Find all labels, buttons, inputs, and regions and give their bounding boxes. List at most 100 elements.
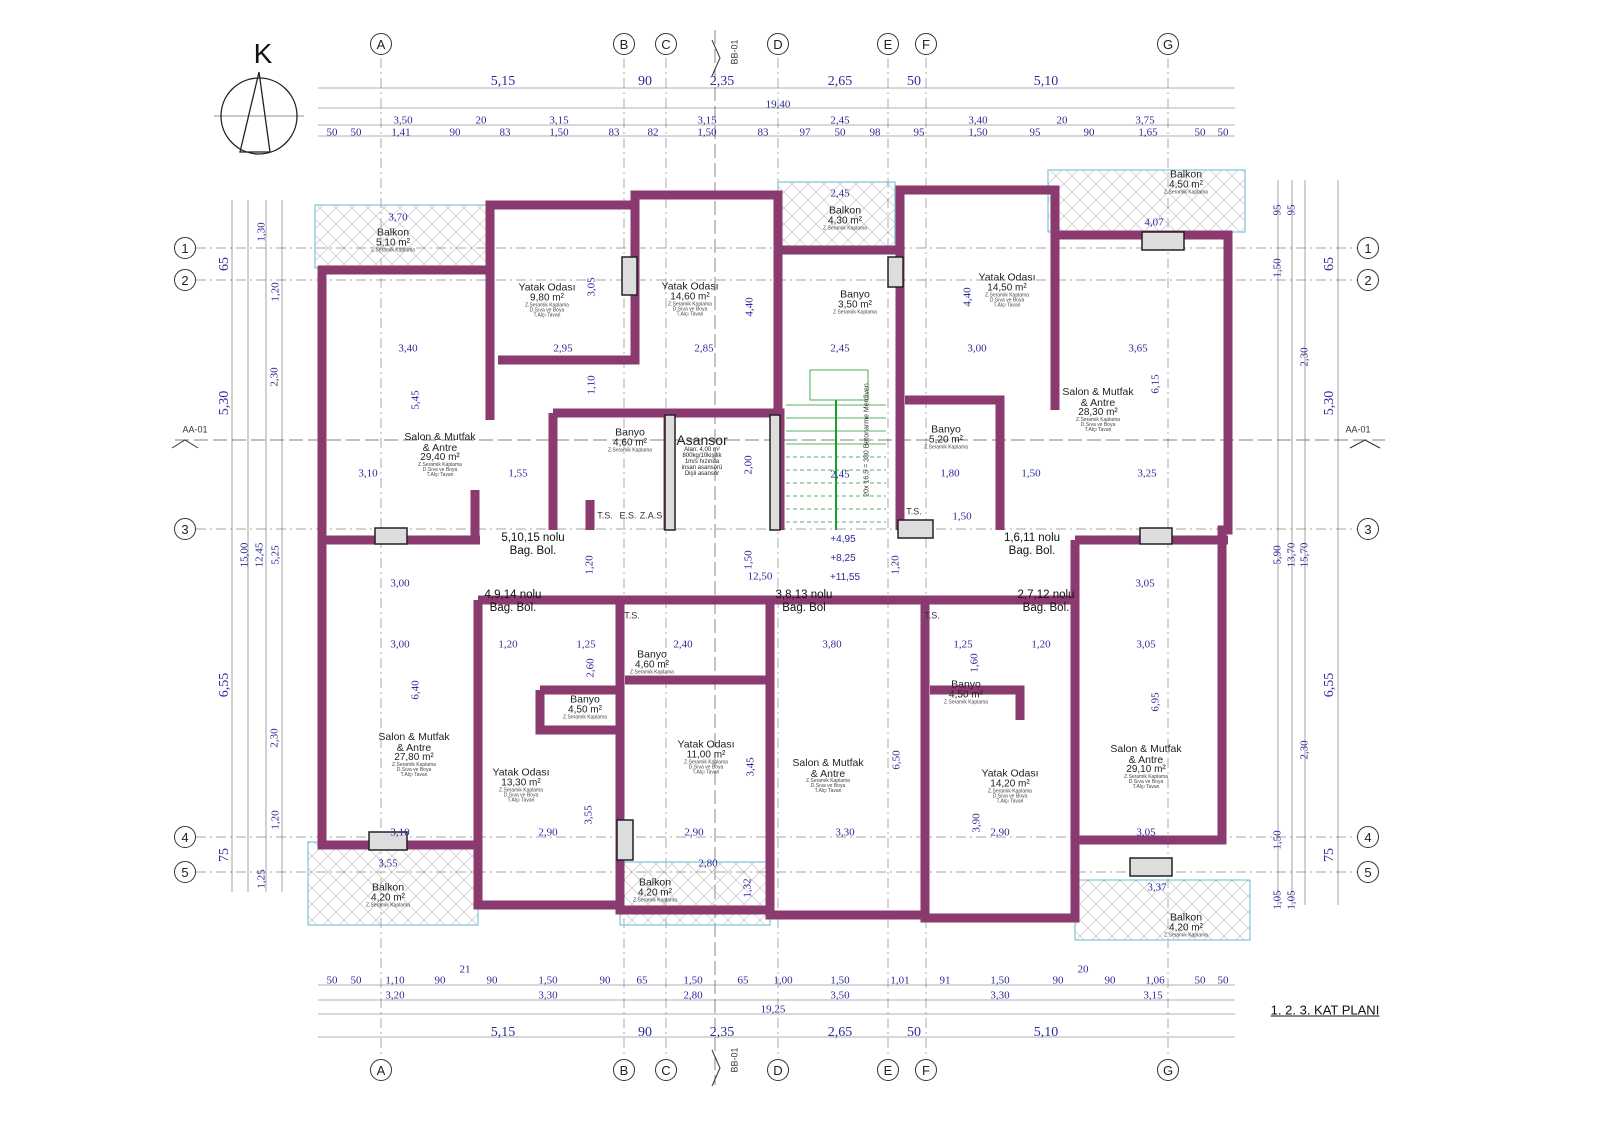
dimension-text: 95 xyxy=(1271,204,1284,216)
dimension-text: 3,40 xyxy=(398,342,418,355)
dimension-text: 1,20 xyxy=(269,810,282,830)
room-finish: T.Alçı Tavan xyxy=(400,772,428,778)
dimension-text: 2,45 xyxy=(830,468,850,481)
dimension-text: 19,25 xyxy=(760,1003,786,1016)
room-finish: Z.Seramik Kaplama xyxy=(668,300,712,307)
room-name: Banyo xyxy=(840,288,870,301)
dimension-text: 3,05 xyxy=(1136,638,1156,651)
shaft-label: T.S. xyxy=(597,510,613,521)
dimension-text: 1,20 xyxy=(498,638,518,651)
unit-label-line: 4,9,14 nolu xyxy=(484,588,542,601)
room-finish: Z.Seramik Kaplama xyxy=(823,224,867,231)
dimension-text: 65 xyxy=(737,974,749,987)
dimension-text: 3,05 xyxy=(585,277,598,297)
dimension-text: 4,40 xyxy=(743,297,756,317)
room-area: 13,30 m² xyxy=(501,776,541,788)
room-name: Banyo xyxy=(637,648,667,661)
room-name: Salon & Mutfak & Antre xyxy=(378,731,450,754)
dimension-text: 3,50 xyxy=(830,989,850,1002)
dimension-text: 50 xyxy=(326,974,338,987)
dimension-text: 6,95 xyxy=(1149,692,1162,712)
dimension-text: 1,10 xyxy=(385,974,405,987)
room-finish: Z.Seramik Kaplama xyxy=(630,668,674,675)
unit-label-line: 2,7,12 nolu xyxy=(1017,588,1075,601)
dimension-text: 1,60 xyxy=(968,653,981,673)
room-area: 14,60 m² xyxy=(670,290,710,302)
grid-axis-bubble: 5 xyxy=(174,861,196,883)
section-markers xyxy=(171,39,1381,1087)
grid-axis-bubble: 4 xyxy=(174,826,196,848)
dimension-text: 2,30 xyxy=(1298,347,1311,367)
room-finish: D.Sıva ve Boya xyxy=(1128,779,1164,785)
dimension-text: 50 xyxy=(1217,974,1229,987)
room-area: 5,10 m² xyxy=(376,236,410,248)
dimension-text: 5,30 xyxy=(1322,390,1337,416)
dimension-text: 2,30 xyxy=(268,367,281,387)
dimension-text: 3,55 xyxy=(378,857,398,870)
elevator-name: Asansor xyxy=(676,432,728,448)
room-finish: T.Alçı Tavan xyxy=(692,768,720,775)
section-label: AA-01 xyxy=(182,424,208,435)
room-finish: T.Alçı Tavan xyxy=(1132,784,1160,790)
dimension-text: 1,50 xyxy=(968,126,988,139)
unit-label-line: 1,6,11 nolu xyxy=(1003,531,1061,544)
dimension-text: 3,10 xyxy=(390,826,410,839)
dimension-text: 3,65 xyxy=(1128,342,1148,355)
dimension-text: 2,45 xyxy=(830,187,850,200)
room-finish: D.Sıva ve Boya xyxy=(688,763,724,770)
unit-label-line: Bag. Bol. xyxy=(509,545,557,557)
room-name: Banyo xyxy=(931,423,961,436)
grid-axis-bubble: G xyxy=(1157,1059,1179,1081)
dimension-text: 6,40 xyxy=(409,680,422,700)
room-name: Yatak Odası xyxy=(492,766,550,779)
room-finish: Z.Seramik Kaplama xyxy=(608,446,652,453)
room-finish: D.Sıva ve Boya xyxy=(396,767,432,773)
room-finish: Z.Seramik Kaplama xyxy=(499,786,543,793)
dimension-text: 50 xyxy=(326,126,338,139)
room-finish: Z.Seramik Kaplama xyxy=(985,291,1029,298)
room-area: 27,80 m² xyxy=(394,752,434,763)
dimension-text: 20 xyxy=(475,114,487,127)
grid-axis-bubble: 3 xyxy=(174,518,196,540)
elevator-detail: insan asansörü xyxy=(681,465,723,471)
sheet-title: 1. 2. 3. KAT PLANI xyxy=(1270,1002,1380,1018)
room-finish: T.Alçı Tavan xyxy=(996,797,1024,804)
dimension-text: 1,50 xyxy=(1021,467,1041,480)
dimension-text: 1,50 xyxy=(697,126,717,139)
dimension-text: 75 xyxy=(217,848,232,862)
dimension-text: 1,01 xyxy=(890,974,910,987)
elevator-detail: 1m/s hızında xyxy=(684,459,720,465)
dimension-text: 1,30 xyxy=(255,222,268,242)
dimension-text: 3,90 xyxy=(970,813,983,833)
grid-axis-bubble: C xyxy=(655,33,677,55)
dimension-text: 50 xyxy=(1194,974,1206,987)
dimension-text: 65 xyxy=(217,257,232,271)
dimension-text: 5,10 xyxy=(1033,1025,1059,1040)
dimension-text: 12,45 xyxy=(253,542,266,568)
room-finish: Z.Seramik Kaplama xyxy=(366,901,410,908)
dimension-text: 83 xyxy=(499,126,511,139)
dimension-text: 20 xyxy=(1077,963,1089,976)
room-area: 4,50 m² xyxy=(949,688,983,700)
grid-axis-bubble: E xyxy=(877,33,899,55)
dimension-text: 2,40 xyxy=(673,638,693,651)
section-label: BB-01 xyxy=(729,1047,740,1073)
dimension-text: 90 xyxy=(434,974,446,987)
shaft-label: T.S. xyxy=(906,506,922,517)
dimension-text: 5,25 xyxy=(269,545,282,565)
dimension-text: 2,85 xyxy=(694,342,714,355)
dimension-text: 3,00 xyxy=(390,638,410,651)
